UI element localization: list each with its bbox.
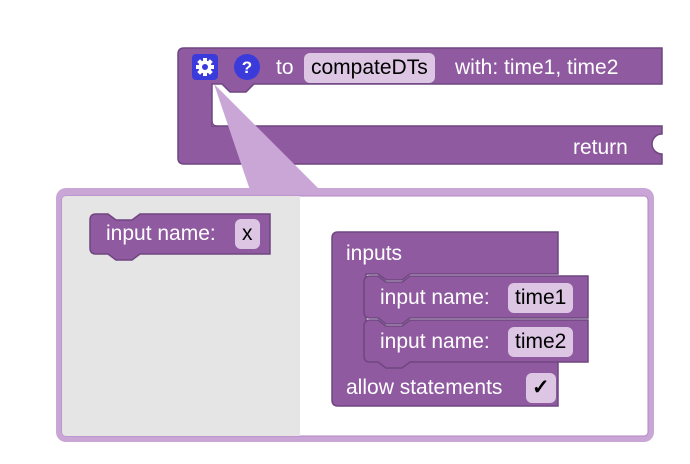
inputs-title: inputs [346,242,403,265]
gear-icon[interactable] [192,54,218,80]
with-params-label: with: time1, time2 [455,56,619,79]
procedure-name-field[interactable]: compateDTs [304,53,435,83]
help-icon[interactable]: ? [234,54,260,80]
return-label: return [573,136,628,159]
help-glyph: ? [242,58,252,77]
input-item-label: input name: [380,286,490,309]
flyout-input-label: input name: [106,222,216,245]
allow-statements-label: allow statements [346,376,503,399]
allow-statements-checkbox[interactable]: ✓ [526,373,556,403]
input-item-value[interactable]: time2 [508,327,574,357]
input-item-value[interactable]: time1 [508,283,574,313]
to-label: to [276,56,294,79]
input-item-label: input name: [380,330,490,353]
flyout-input-value[interactable]: x [235,219,260,249]
